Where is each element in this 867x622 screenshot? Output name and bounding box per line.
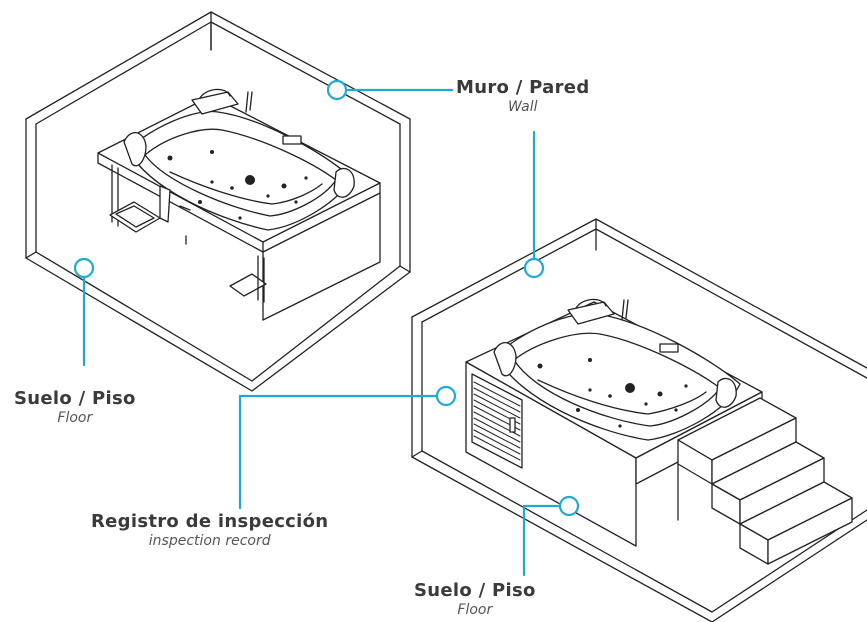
inspection-label-sub: inspection record (148, 532, 271, 549)
floor-marker-left (73, 257, 95, 279)
wall-marker-right (523, 257, 545, 279)
floor-left-label: Suelo / Piso Floor (14, 388, 136, 426)
floor-marker-right (558, 495, 580, 517)
wall-label-sub: Wall (508, 98, 538, 115)
right-room (411, 218, 867, 622)
inspection-marker (435, 385, 457, 407)
floor-right-label-sub: Floor (457, 601, 493, 618)
inspection-label-main: Registro de inspección (91, 511, 329, 532)
left-bathtub (97, 88, 381, 321)
floor-left-label-sub: Floor (57, 409, 93, 426)
wall-marker-left (326, 79, 348, 101)
floor-right-label: Suelo / Piso Floor (414, 580, 536, 618)
floor-right-label-main: Suelo / Piso (414, 580, 536, 601)
right-bathtub (465, 298, 853, 565)
wall-label: Muro / Pared Wall (456, 77, 590, 115)
inspection-label: Registro de inspección inspection record (91, 511, 329, 549)
floor-left-label-main: Suelo / Piso (14, 388, 136, 409)
wall-label-main: Muro / Pared (456, 77, 590, 98)
